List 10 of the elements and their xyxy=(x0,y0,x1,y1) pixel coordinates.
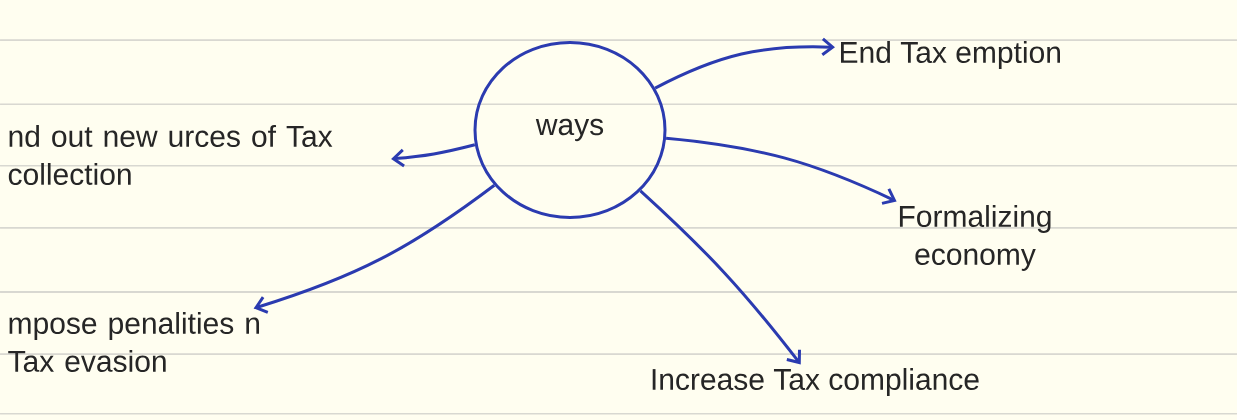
arrow xyxy=(253,184,496,314)
text-label: End Tax emption xyxy=(841,41,1060,69)
text-label: Increase Tax compliance xyxy=(652,368,979,396)
text-label: Formalizing economy xyxy=(899,205,1051,271)
arrow xyxy=(665,136,897,205)
arrow xyxy=(654,37,835,90)
text-label: nd out new urces of Tax collection xyxy=(8,125,333,185)
arrow xyxy=(391,143,476,168)
text-label: mpose penalities n Tax evasion xyxy=(8,312,259,372)
arrow xyxy=(639,189,801,365)
